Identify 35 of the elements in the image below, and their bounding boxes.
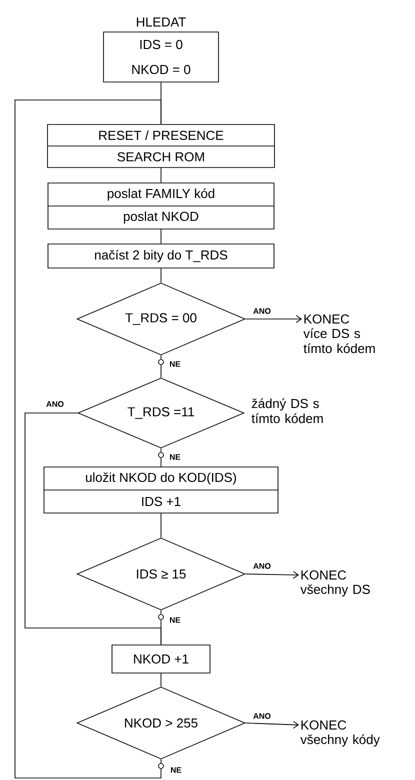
end-text: KONEC všechny DS xyxy=(300,570,370,597)
connector xyxy=(160,458,162,467)
connector xyxy=(160,610,162,614)
process-box: RESET / PRESENCE SEARCH ROM xyxy=(47,124,275,168)
connector xyxy=(160,364,162,378)
connector xyxy=(160,268,162,283)
edge-label: ANO xyxy=(45,400,65,408)
process-box: uložit NKOD do KOD(IDS) IDS +1 xyxy=(44,466,278,514)
connector xyxy=(245,720,299,729)
edge-label: NE xyxy=(169,766,183,774)
edge-label: ANO xyxy=(252,307,272,315)
connector xyxy=(14,100,162,778)
edge-label: NE xyxy=(168,360,182,368)
edge-label: ANO xyxy=(252,562,272,570)
connector xyxy=(245,315,302,323)
edge-label: NE xyxy=(168,616,182,624)
connector xyxy=(160,673,162,687)
process-box: načíst 2 bity do T_RDS xyxy=(48,244,274,268)
connector xyxy=(245,571,299,579)
connector xyxy=(160,229,162,244)
edge-label: ANO xyxy=(252,712,272,720)
node-label: HLEDAT xyxy=(136,18,186,26)
connector xyxy=(160,513,162,538)
connector xyxy=(160,620,162,645)
end-text: KONEC více DS s tímto kódem xyxy=(303,314,375,354)
process-box: poslat FAMILY kód poslat NKOD xyxy=(48,182,274,230)
start-box: HLEDAT IDS = 0 NKOD = 0 xyxy=(103,18,219,82)
connector xyxy=(160,355,162,360)
edge-label: NE xyxy=(168,453,182,461)
connector xyxy=(160,448,162,452)
end-text: KONEC všechny kódy xyxy=(300,720,380,747)
connector xyxy=(160,759,162,764)
connector xyxy=(160,168,162,184)
note-text: žádný DS s tímto kódem xyxy=(252,398,323,424)
process-box: NKOD +1 xyxy=(112,644,210,674)
